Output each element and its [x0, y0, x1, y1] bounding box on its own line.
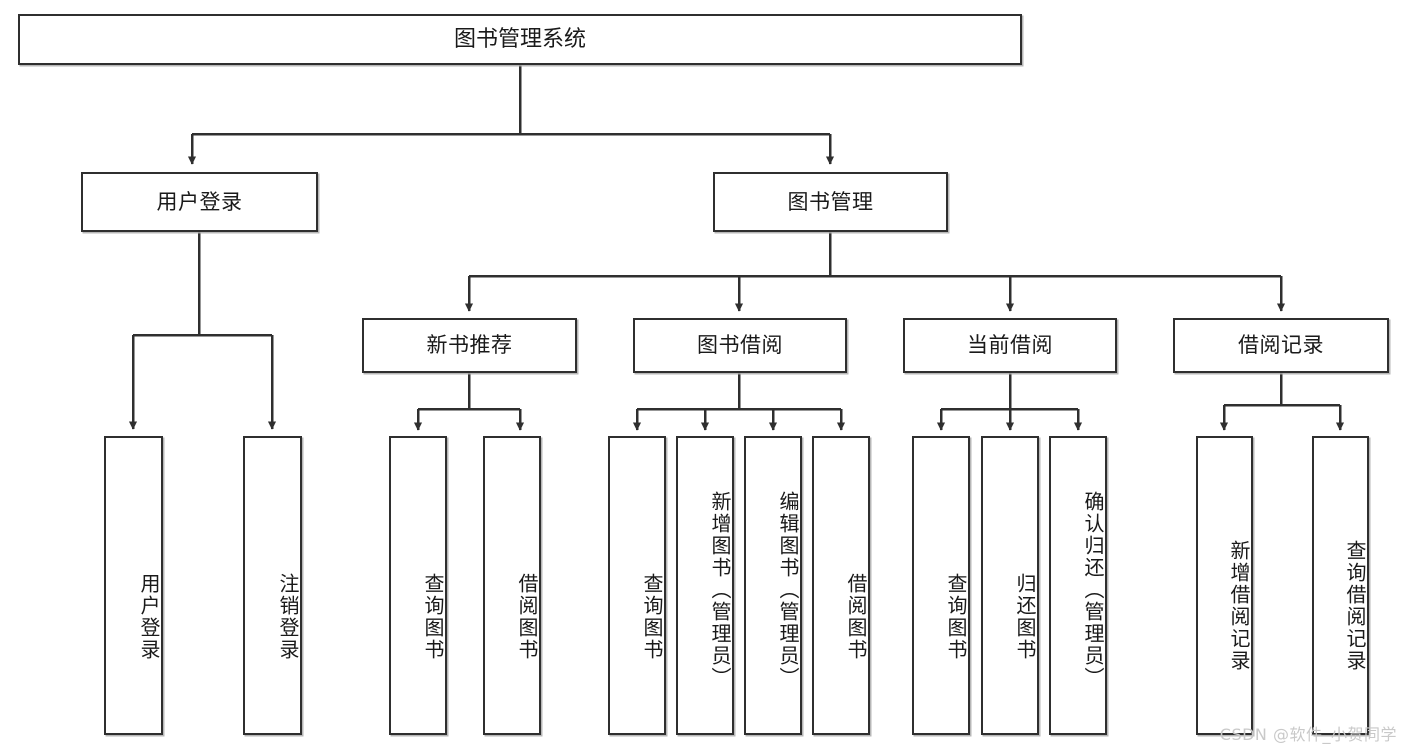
leaf-add-borrow-record[interactable]: 新增借阅记录 — [1196, 436, 1253, 735]
leaf-edit-book-admin[interactable]: 编辑图书（管理员） — [744, 436, 802, 735]
node-root[interactable]: 图书管理系统 — [18, 14, 1022, 65]
node-book-borrow[interactable]: 图书借阅 — [633, 318, 847, 373]
leaf-return-book[interactable]: 归还图书 — [981, 436, 1039, 735]
node-current-borrow[interactable]: 当前借阅 — [903, 318, 1117, 373]
node-book-manage[interactable]: 图书管理 — [713, 172, 948, 232]
node-user-login[interactable]: 用户登录 — [81, 172, 318, 232]
leaf-add-book-admin[interactable]: 新增图书（管理员） — [676, 436, 734, 735]
leaf-user-login[interactable]: 用户登录 — [104, 436, 163, 735]
leaf-query-book-borrow[interactable]: 查询图书 — [608, 436, 666, 735]
leaf-borrow-book[interactable]: 借阅图书 — [812, 436, 870, 735]
csdn-watermark: CSDN @软件_小贺同学 — [1219, 725, 1397, 744]
node-new-book-recommend[interactable]: 新书推荐 — [362, 318, 577, 373]
leaf-query-borrow-record[interactable]: 查询借阅记录 — [1312, 436, 1369, 735]
leaf-query-book-current[interactable]: 查询图书 — [912, 436, 970, 735]
leaf-borrow-book-recommend[interactable]: 借阅图书 — [483, 436, 541, 735]
leaf-user-logout[interactable]: 注销登录 — [243, 436, 302, 735]
node-borrow-record[interactable]: 借阅记录 — [1173, 318, 1389, 373]
leaf-query-book-recommend[interactable]: 查询图书 — [389, 436, 447, 735]
leaf-confirm-return-admin[interactable]: 确认归还（管理员） — [1049, 436, 1107, 735]
